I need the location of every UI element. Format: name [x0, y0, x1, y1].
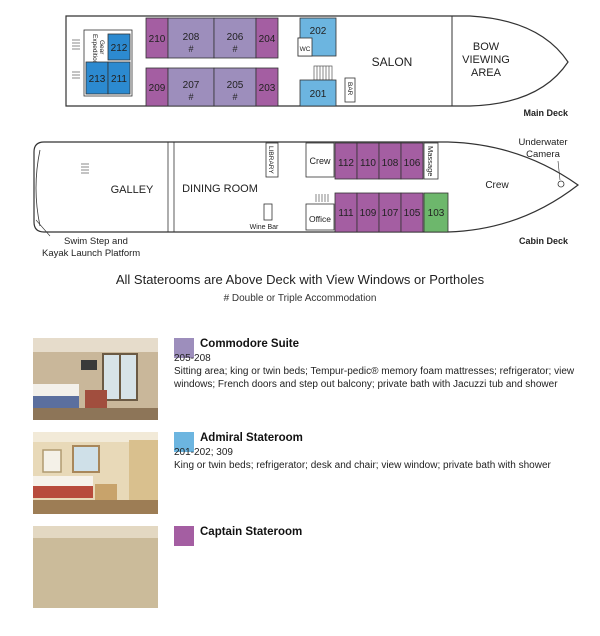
stateroom-107-label: 107 [382, 208, 399, 219]
captain-stateroom-title: Captain Stateroom [200, 526, 303, 538]
stateroom-205-label: 205 [227, 80, 244, 91]
commodore-suite-photo [33, 338, 158, 420]
stateroom-211-label: 211 [111, 74, 127, 85]
main-stern-stairs-lower [72, 71, 80, 79]
stateroom-110-label: 110 [360, 158, 376, 169]
commodore-suite-rooms: 205-208 [174, 353, 211, 364]
bow-viewing-label-3: AREA [471, 67, 502, 79]
bow-viewing-label-1: BOW [473, 41, 500, 53]
accommodation-note: # Double or Triple Accommodation [223, 293, 377, 304]
staterooms-heading: All Staterooms are Above Deck with View … [115, 272, 485, 287]
cabin-deck: GALLEY DINING ROOM LIBRARY Wine Bar Crew… [33, 137, 580, 259]
underwater-camera-icon [557, 180, 565, 188]
admiral-color-swatch [174, 432, 194, 452]
main-central-stairs [313, 65, 333, 81]
stateroom-206[interactable] [213, 17, 257, 59]
stateroom-205[interactable] [213, 67, 257, 107]
stateroom-209-label: 209 [149, 83, 166, 94]
swim-step-label-1: Swim Step and [64, 236, 128, 247]
swim-step-platform [35, 149, 41, 227]
cabin-central-stairs [315, 194, 329, 202]
stateroom-206-label: 206 [227, 32, 244, 43]
stateroom-103[interactable] [423, 192, 449, 233]
captain-stateroom-photo [33, 526, 158, 608]
crew-bow-label: Crew [485, 180, 509, 191]
stateroom-204-label: 204 [259, 34, 276, 45]
library-label: LIBRARY [267, 146, 274, 174]
commodore-suite-title: Commodore Suite [200, 338, 300, 350]
stateroom-201-label: 201 [310, 89, 327, 100]
stateroom-202-label: 202 [310, 26, 327, 37]
admiral-stateroom-photo [33, 432, 158, 514]
bow-viewing-label-2: VIEWING [462, 54, 510, 66]
stateroom-207[interactable] [167, 67, 215, 107]
main-stern-stairs [72, 39, 80, 50]
salon-label: SALON [372, 55, 413, 69]
commodore-color-swatch [174, 338, 194, 358]
massage-label: Massage [426, 146, 435, 176]
stateroom-210-label: 210 [149, 34, 166, 45]
crew-mid-label: Crew [309, 156, 331, 166]
stateroom-203-label: 203 [259, 83, 276, 94]
stateroom-208[interactable] [167, 17, 215, 59]
deck-plan-diagram: Expedition Gear 212 213 211 210 208 # 20… [33, 15, 580, 259]
wc-label-front: WC [300, 46, 311, 53]
stateroom-212[interactable] [107, 33, 131, 61]
office-room [305, 203, 335, 231]
stateroom-108-label: 108 [382, 158, 399, 169]
stateroom-207-double-marker: # [188, 92, 193, 102]
stateroom-106-label: 106 [404, 158, 421, 169]
expedition-gear-label-2: Gear [98, 40, 105, 55]
stateroom-111-label: 111 [338, 208, 354, 219]
wc-room-cover [297, 37, 313, 57]
stateroom-entry-commodore: Commodore Suite 205-208 Sitting area; ki… [33, 338, 593, 448]
main-deck: Expedition Gear 212 213 211 210 208 # 20… [65, 15, 569, 118]
admiral-stateroom-title: Admiral Stateroom [200, 432, 303, 444]
wine-bar-label: Wine Bar [250, 224, 279, 231]
library-shelf [265, 142, 279, 178]
admiral-stateroom-rooms: 201-202; 309 [174, 447, 233, 458]
stateroom-213-label: 213 [89, 74, 106, 85]
expedition-gear-label: Expedition [91, 34, 98, 65]
stateroom-105[interactable] [400, 192, 424, 233]
crew-area-mid [305, 142, 335, 178]
captain-color-swatch [174, 526, 194, 546]
stateroom-205-double-marker: # [232, 92, 237, 102]
massage-room [423, 142, 439, 180]
stateroom-entry-captain: Captain Stateroom [33, 526, 593, 636]
main-deck-label: Main Deck [523, 108, 569, 118]
stateroom-103-label: 103 [428, 208, 445, 219]
stateroom-112-label: 112 [338, 158, 354, 169]
stateroom-entry-admiral: Admiral Stateroom 201-202; 309 King or t… [33, 432, 593, 542]
bar-counter [344, 77, 356, 103]
stateroom-211[interactable] [107, 61, 131, 95]
underwater-camera-label-2: Camera [526, 149, 561, 160]
stateroom-207-label: 207 [183, 80, 200, 91]
stateroom-109-label: 109 [360, 208, 377, 219]
cabin-deck-label: Cabin Deck [519, 236, 569, 246]
cabin-stern-stairs [81, 163, 89, 174]
admiral-stateroom-description: King or twin beds; refrigerator; desk an… [174, 460, 551, 471]
wine-bar-counter [263, 203, 273, 221]
underwater-camera-label-1: Underwater [518, 137, 567, 148]
stateroom-212-label: 212 [111, 43, 128, 54]
commodore-suite-description: Sitting area; king or twin beds; Tempur-… [174, 366, 575, 390]
stateroom-105-label: 105 [404, 208, 421, 219]
dining-room-label: DINING ROOM [182, 183, 258, 195]
stateroom-208-double-marker: # [188, 44, 193, 54]
stateroom-201[interactable] [299, 79, 337, 107]
stateroom-206-double-marker: # [232, 44, 237, 54]
underwater-camera-leader [557, 160, 561, 181]
swim-step-leader [35, 219, 51, 237]
bar-label: BAR [346, 82, 353, 96]
stateroom-203[interactable] [255, 67, 279, 107]
swim-step-label-2: Kayak Launch Platform [42, 248, 140, 259]
stateroom-106[interactable] [400, 142, 424, 180]
stateroom-208-label: 208 [183, 32, 200, 43]
galley-label: GALLEY [111, 184, 154, 196]
stateroom-204[interactable] [255, 17, 279, 59]
office-label: Office [309, 214, 331, 224]
